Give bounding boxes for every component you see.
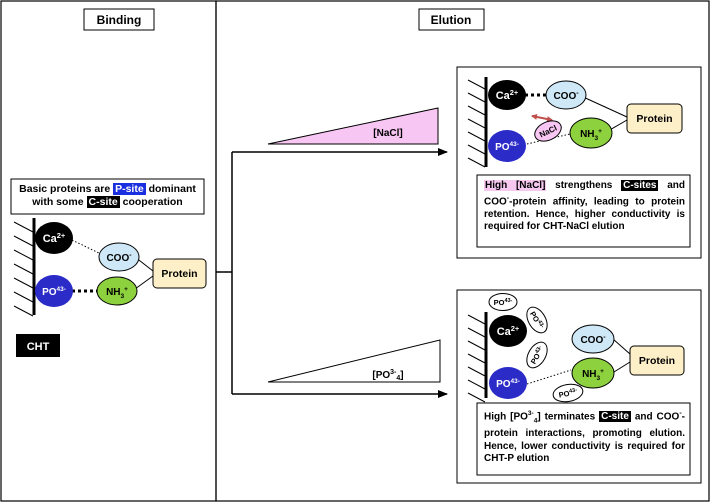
svg-text:NH3+: NH3+ [582,368,604,382]
desc-text: High [PO [484,411,528,423]
svg-text:NH3+: NH3+ [580,128,602,142]
po4-coo-node: COO- [571,324,615,354]
free-po4-ion: PO43- [488,293,518,311]
elution-panel [215,0,710,502]
svg-text:Protein: Protein [639,355,675,367]
svg-text:NH3+: NH3+ [106,286,128,300]
svg-text:PO43-: PO43- [496,378,520,390]
csites-highlight: C-sites [621,180,659,191]
desc-text: -protein interactions, promoting elution… [484,411,685,465]
svg-text:PO43-: PO43- [558,387,578,399]
csite-highlight: C-site [86,196,120,208]
binding-coo-node: COO- [98,242,140,272]
caption-text: dominant [145,183,196,195]
binding-po4-node: PO43- [35,275,73,307]
desc-sup: 3- [527,410,534,417]
svg-text:Ca2+: Ca2+ [496,88,519,102]
svg-text:Protein: Protein [636,113,672,125]
elution-header-text: Elution [431,13,472,27]
po4-nh3-node: NH3+ [571,357,615,389]
svg-text:CHT: CHT [27,341,50,353]
binding-nh3-node: NH3+ [96,276,138,306]
desc-sup: - [679,410,682,417]
caption-text: Basic proteins are [19,183,114,195]
binding-caption: Basic proteins are P-site dominant with … [12,183,203,209]
svg-text:COO-: COO- [580,334,606,346]
caption-text: with some [32,196,87,208]
free-po4-ion: PO43- [552,383,584,403]
binding-surface-hatch [13,218,36,317]
binding-protein-box: Protein [152,258,207,289]
po4-protein-box: Protein [629,345,685,376]
po4-description: High [PO3-4] terminates C-site and COO--… [484,408,685,466]
caption-text: cooperation [119,196,183,208]
svg-text:PO43-: PO43- [495,141,519,153]
nacl-ion-node: NaCl [534,120,562,142]
nacl-description: High [NaCl] strengthens C-sites and COO-… [484,180,685,234]
free-po4-ion: PO43- [526,306,548,334]
po4-ca-node: Ca2+ [489,315,527,347]
svg-text:COO-: COO- [106,252,132,264]
binding-ca-node: Ca2+ [35,222,73,254]
svg-text:Ca2+: Ca2+ [43,231,66,245]
binding-header-text: Binding [97,13,142,27]
desc-text: strengthens [546,180,622,191]
desc-text: and COO [484,180,685,207]
svg-text:PO43-: PO43- [494,298,513,307]
nacl-coo-node: COO- [545,80,587,110]
po4-po4-nh3-link [526,369,572,385]
po4-gradient-wedge [267,339,441,383]
binding-header: Binding [83,8,155,31]
psite-highlight: P-site [113,183,146,195]
svg-text:Ca2+: Ca2+ [497,324,520,338]
svg-text:PO43-: PO43- [42,286,66,298]
nacl-po4-node: PO43- [488,130,526,162]
free-po4-ion: PO43- [526,341,548,369]
po4-coo-protein-line [612,338,631,355]
desc-sup: - [506,194,510,202]
high-nacl-highlight: High [NaCl] [484,180,547,191]
free-phosphate-ions: PO43- PO43- PO43- PO43- [488,293,584,403]
elution-header: Elution [418,8,485,31]
po4-surface-hatch [467,312,488,403]
cht-label: CHT [16,334,60,357]
nacl-nh3-node: NH3+ [569,117,613,149]
binding-ca-coo-link [71,239,106,257]
po4-po4-node: PO43- [489,367,527,399]
csite-highlight: C-site [599,411,631,423]
svg-text:Protein: Protein [161,268,197,280]
desc-text: and COO [630,411,680,423]
desc-text: ] terminates [537,411,600,423]
desc-sub: 4 [533,417,538,425]
desc-text: -protein affinity, leading to protein re… [484,195,685,233]
nacl-protein-box: Protein [626,103,683,134]
nacl-surface-hatch [467,77,488,168]
nacl-shielding-arrow [531,114,553,122]
nacl-gradient-label: [NaCl] [373,128,402,139]
branch-arrows [216,148,448,398]
nacl-ca-node: Ca2+ [488,80,526,110]
po4-gradient-label: [PO3-4] [372,369,403,382]
nacl-gradient-wedge [267,107,439,145]
binding-nh3-protein-line [134,275,154,290]
svg-text:COO-: COO- [553,90,579,102]
nacl-coo-protein-line [580,95,628,118]
po4-desc-box [476,402,691,476]
po4-nh3-protein-line [613,361,631,373]
